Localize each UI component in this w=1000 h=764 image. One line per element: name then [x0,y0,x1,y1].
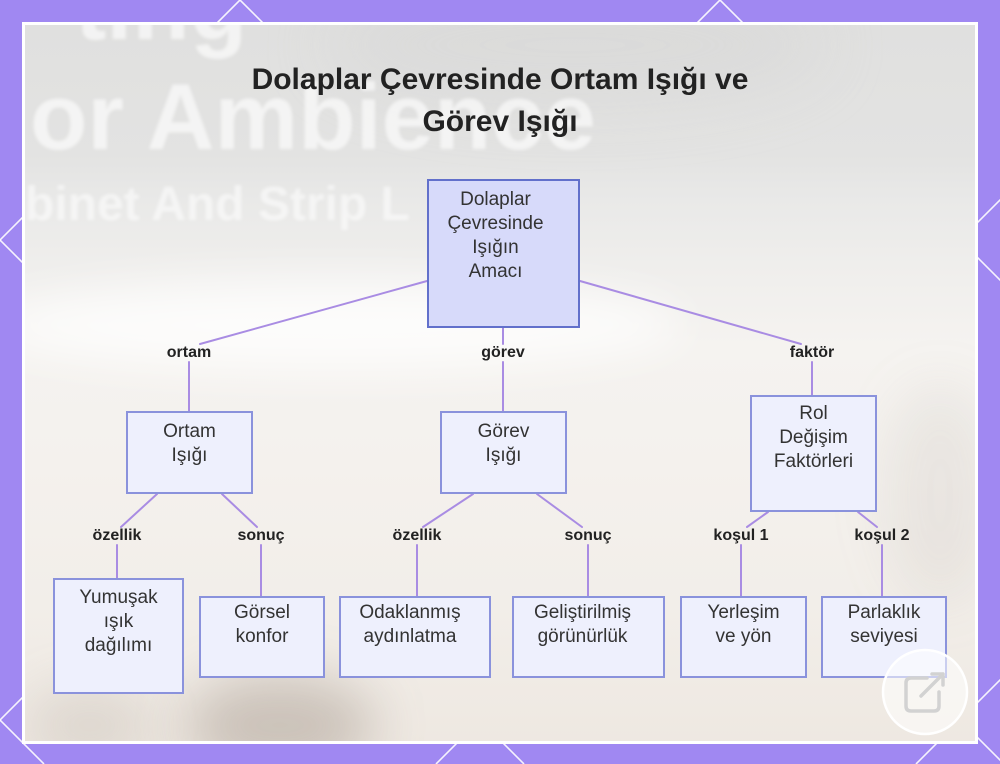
node-label-line: Dolaplar [460,189,531,210]
node-label-line: dağılımı [84,635,153,656]
edge-label-faktor: faktör [789,344,835,361]
edge-label-ozellik: özellik [92,527,142,544]
background-photo-text: ting [75,25,247,54]
node-label-line: Yerleşim [707,602,780,623]
node-label-line: Parlaklık [847,602,921,623]
background-photo-text: binet And Strip L [25,178,410,231]
edge-label-kosul-1: koşul 1 [713,527,769,544]
node-root-purpose: Dolaplar Çevresinde Işığın Amacı [427,179,580,328]
edge-gorev-ozellik [416,493,474,597]
node-label-line: Çevresinde [447,213,544,234]
edge-ortam-ozellik [116,493,158,579]
node-label-line: Rol [799,403,828,424]
node-ambient-light: Ortam Işığı [126,411,253,494]
edge-ortam [188,280,428,412]
node-visual-comfort: Görsel konfor [199,596,325,678]
node-label-line: Işığın [472,237,519,258]
edge-label-kosul-2: koşul 2 [854,527,910,544]
node-label-line: Işığı [171,445,208,466]
node-placement-direction: Yerleşim ve yön [680,596,807,678]
watermark-arrow-shape [919,672,945,698]
node-label-line: seviyesi [850,626,918,647]
edge-label-gorev: görev [481,344,525,361]
node-label-line: aydınlatma [363,626,457,647]
node-label-line: Yumuşak [79,587,158,608]
edge-label-ortam: ortam [166,344,212,361]
node-label-line: Odaklanmış [359,602,461,623]
node-label-line: Ortam [163,421,216,442]
edge-rol-kosul-1 [740,511,769,597]
edge-label-sonuc: sonuç [237,527,285,544]
edge-label-ozellik: özellik [392,527,442,544]
node-label-line: ışık [103,611,134,632]
edge-label-sonuc: sonuç [564,527,612,544]
diagram-title: Dolaplar Çevresinde Ortam Işığı ve Görev… [251,63,749,138]
edge-ortam-sonuc [221,493,262,597]
background-blur-blob [25,685,155,741]
node-label-line: görünürlük [537,626,628,647]
edge-rol-kosul-2 [857,511,883,597]
watermark-logo-icon [881,648,969,736]
node-label-line: konfor [235,626,289,647]
node-label-line: Amacı [468,261,523,282]
node-label-line: Faktörleri [773,451,854,472]
node-label-line: Görev [477,421,530,442]
node-role-change-factors: Rol Değişim Faktörleri [750,395,877,512]
node-label-line: Işığı [485,445,522,466]
node-label-line: ve yön [715,626,772,647]
edge-faktor [579,280,813,396]
node-improved-visibility: Geliştirilmiş görünürlük [512,596,665,678]
edge-gorev-sonuc [536,493,589,597]
watermark-box-shape [904,676,941,713]
node-soft-light-distribution: Yumuşak ışık dağılımı [53,578,184,694]
node-label-line: Görsel [234,602,290,623]
background-blur-blob [885,385,975,605]
node-label-line: Geliştirilmiş [533,602,632,623]
node-task-light: Görev Işığı [440,411,567,494]
background-photo-text: or Ambience [30,64,596,169]
node-focused-lighting: Odaklanmış aydınlatma [339,596,491,678]
node-label-line: Değişim [779,427,848,448]
